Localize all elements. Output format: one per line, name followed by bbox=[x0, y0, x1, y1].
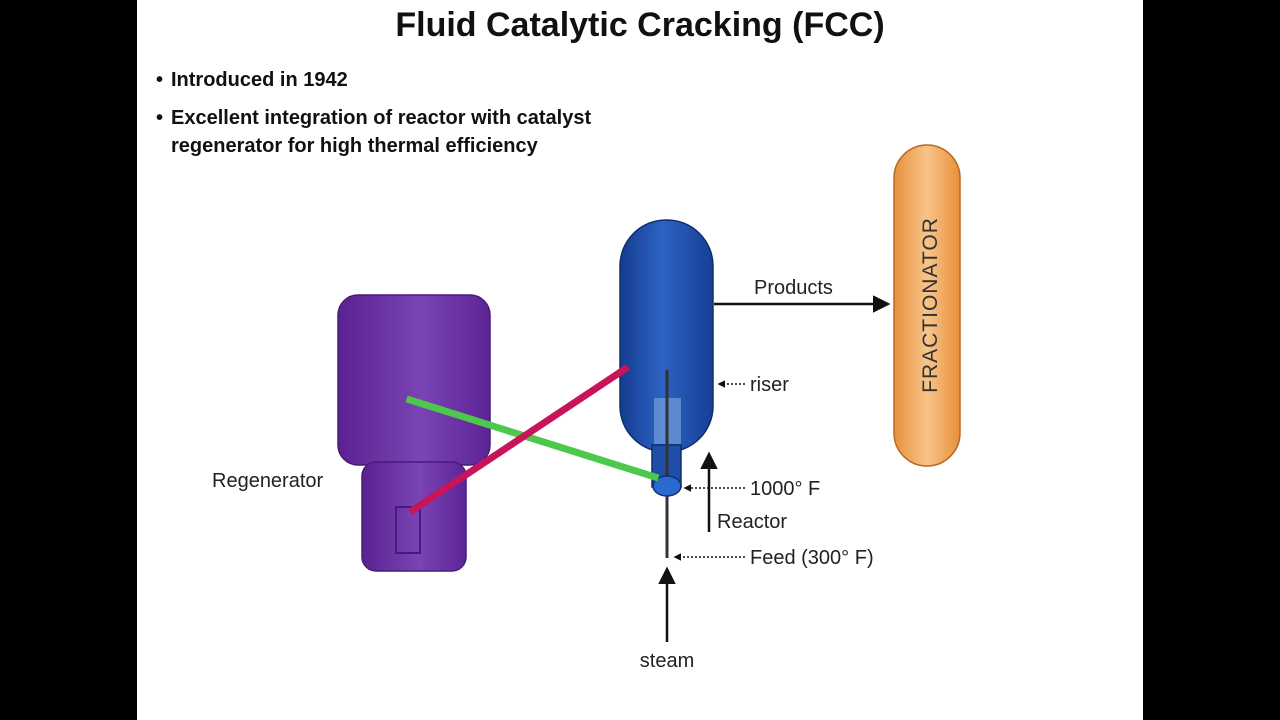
bullet-text-line-2: regenerator for high thermal efficiency bbox=[171, 135, 538, 157]
reactor-base-ellipse bbox=[652, 475, 682, 497]
slide: Fluid Catalytic Cracking (FCC) • Introdu… bbox=[137, 0, 1143, 720]
bullet-introduced: • Introduced in 1942 bbox=[156, 66, 348, 94]
fractionator-column bbox=[893, 144, 961, 467]
bullet-text-line-1: Excellent integration of reactor with ca… bbox=[171, 107, 592, 129]
feed-label: Feed (300° F) bbox=[750, 547, 874, 569]
fcc-diagram: FRACTIONATOR Products riser Regenerator … bbox=[212, 144, 961, 672]
bullet-text: Introduced in 1942 bbox=[171, 69, 348, 91]
fractionator-label: FRACTIONATOR bbox=[919, 217, 942, 393]
bullet-marker: • bbox=[156, 107, 164, 129]
green-transfer-pipe bbox=[405, 395, 660, 482]
regenerator-lower-vessel bbox=[361, 461, 467, 572]
steam-label: steam bbox=[640, 650, 694, 672]
bullet-marker: • bbox=[156, 69, 164, 91]
products-label: Products bbox=[754, 277, 833, 299]
riser-label: riser bbox=[750, 374, 789, 396]
red-transfer-pipe bbox=[408, 364, 630, 515]
temp-label: 1000° F bbox=[750, 478, 820, 500]
bullet-integration: • Excellent integration of reactor with … bbox=[156, 104, 731, 160]
regenerator-inlet-slot bbox=[395, 506, 421, 554]
regenerator-label: Regenerator bbox=[212, 470, 324, 492]
regenerator-upper-vessel bbox=[337, 294, 491, 466]
reactor-label: Reactor bbox=[717, 511, 787, 533]
slide-title: Fluid Catalytic Cracking (FCC) bbox=[395, 6, 885, 44]
